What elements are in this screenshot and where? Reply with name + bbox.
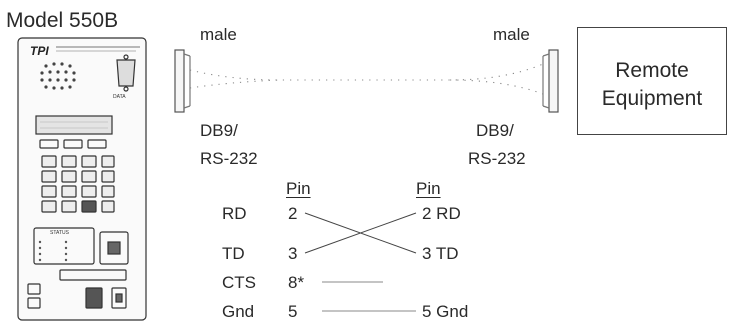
device-logo: TPI (30, 44, 140, 58)
device-lcd-display (35, 115, 113, 135)
device-db9-port: DATA (113, 54, 136, 100)
device-status-panel: STATUS (33, 227, 129, 265)
svg-text:TPI: TPI (30, 44, 49, 58)
svg-text:STATUS: STATUS (50, 230, 70, 236)
signal-rd: RD (222, 204, 247, 223)
wire-td-to-rd (304, 212, 417, 254)
left-db9-connector (174, 49, 191, 113)
left-connector-standard: RS-232 (200, 149, 258, 168)
pin-header-left: Pin (286, 179, 311, 198)
right-pin-td: 3 TD (422, 244, 459, 263)
speaker-grille (40, 62, 76, 90)
device-soft-keys (39, 139, 107, 149)
right-pin-rd: 2 RD (422, 204, 461, 223)
signal-cts: CTS (222, 273, 256, 292)
right-pin-gnd: 5 Gnd (422, 302, 469, 321)
right-connector-standard: RS-232 (468, 149, 526, 168)
remote-box-line1: Remote (615, 59, 689, 82)
serial-cable (189, 63, 544, 95)
right-connector-gender: male (493, 25, 530, 44)
tester-device-illustration: TPI DATA (17, 37, 147, 321)
device-bottom-ports (27, 269, 127, 309)
right-db9-connector (542, 49, 559, 113)
signal-gnd: Gnd (222, 302, 255, 321)
left-pin-rd: 2 (288, 204, 298, 223)
left-connector-type: DB9/ (200, 121, 238, 140)
svg-text:DATA: DATA (113, 94, 126, 100)
signal-td: TD (222, 244, 245, 263)
remote-box-line2: Equipment (601, 87, 703, 110)
left-connector-gender: male (200, 25, 237, 44)
device-title: Model 550B (6, 9, 119, 32)
pinout-wiring (304, 212, 417, 312)
right-connector-type: DB9/ (476, 121, 514, 140)
left-pin-gnd: 5 (288, 302, 298, 321)
pin-header-right: Pin (416, 179, 441, 198)
device-keypad (41, 155, 115, 213)
left-pin-cts: 8* (288, 273, 305, 292)
remote-equipment-box: Remote Equipment (577, 27, 727, 135)
left-pin-td: 3 (288, 244, 298, 263)
